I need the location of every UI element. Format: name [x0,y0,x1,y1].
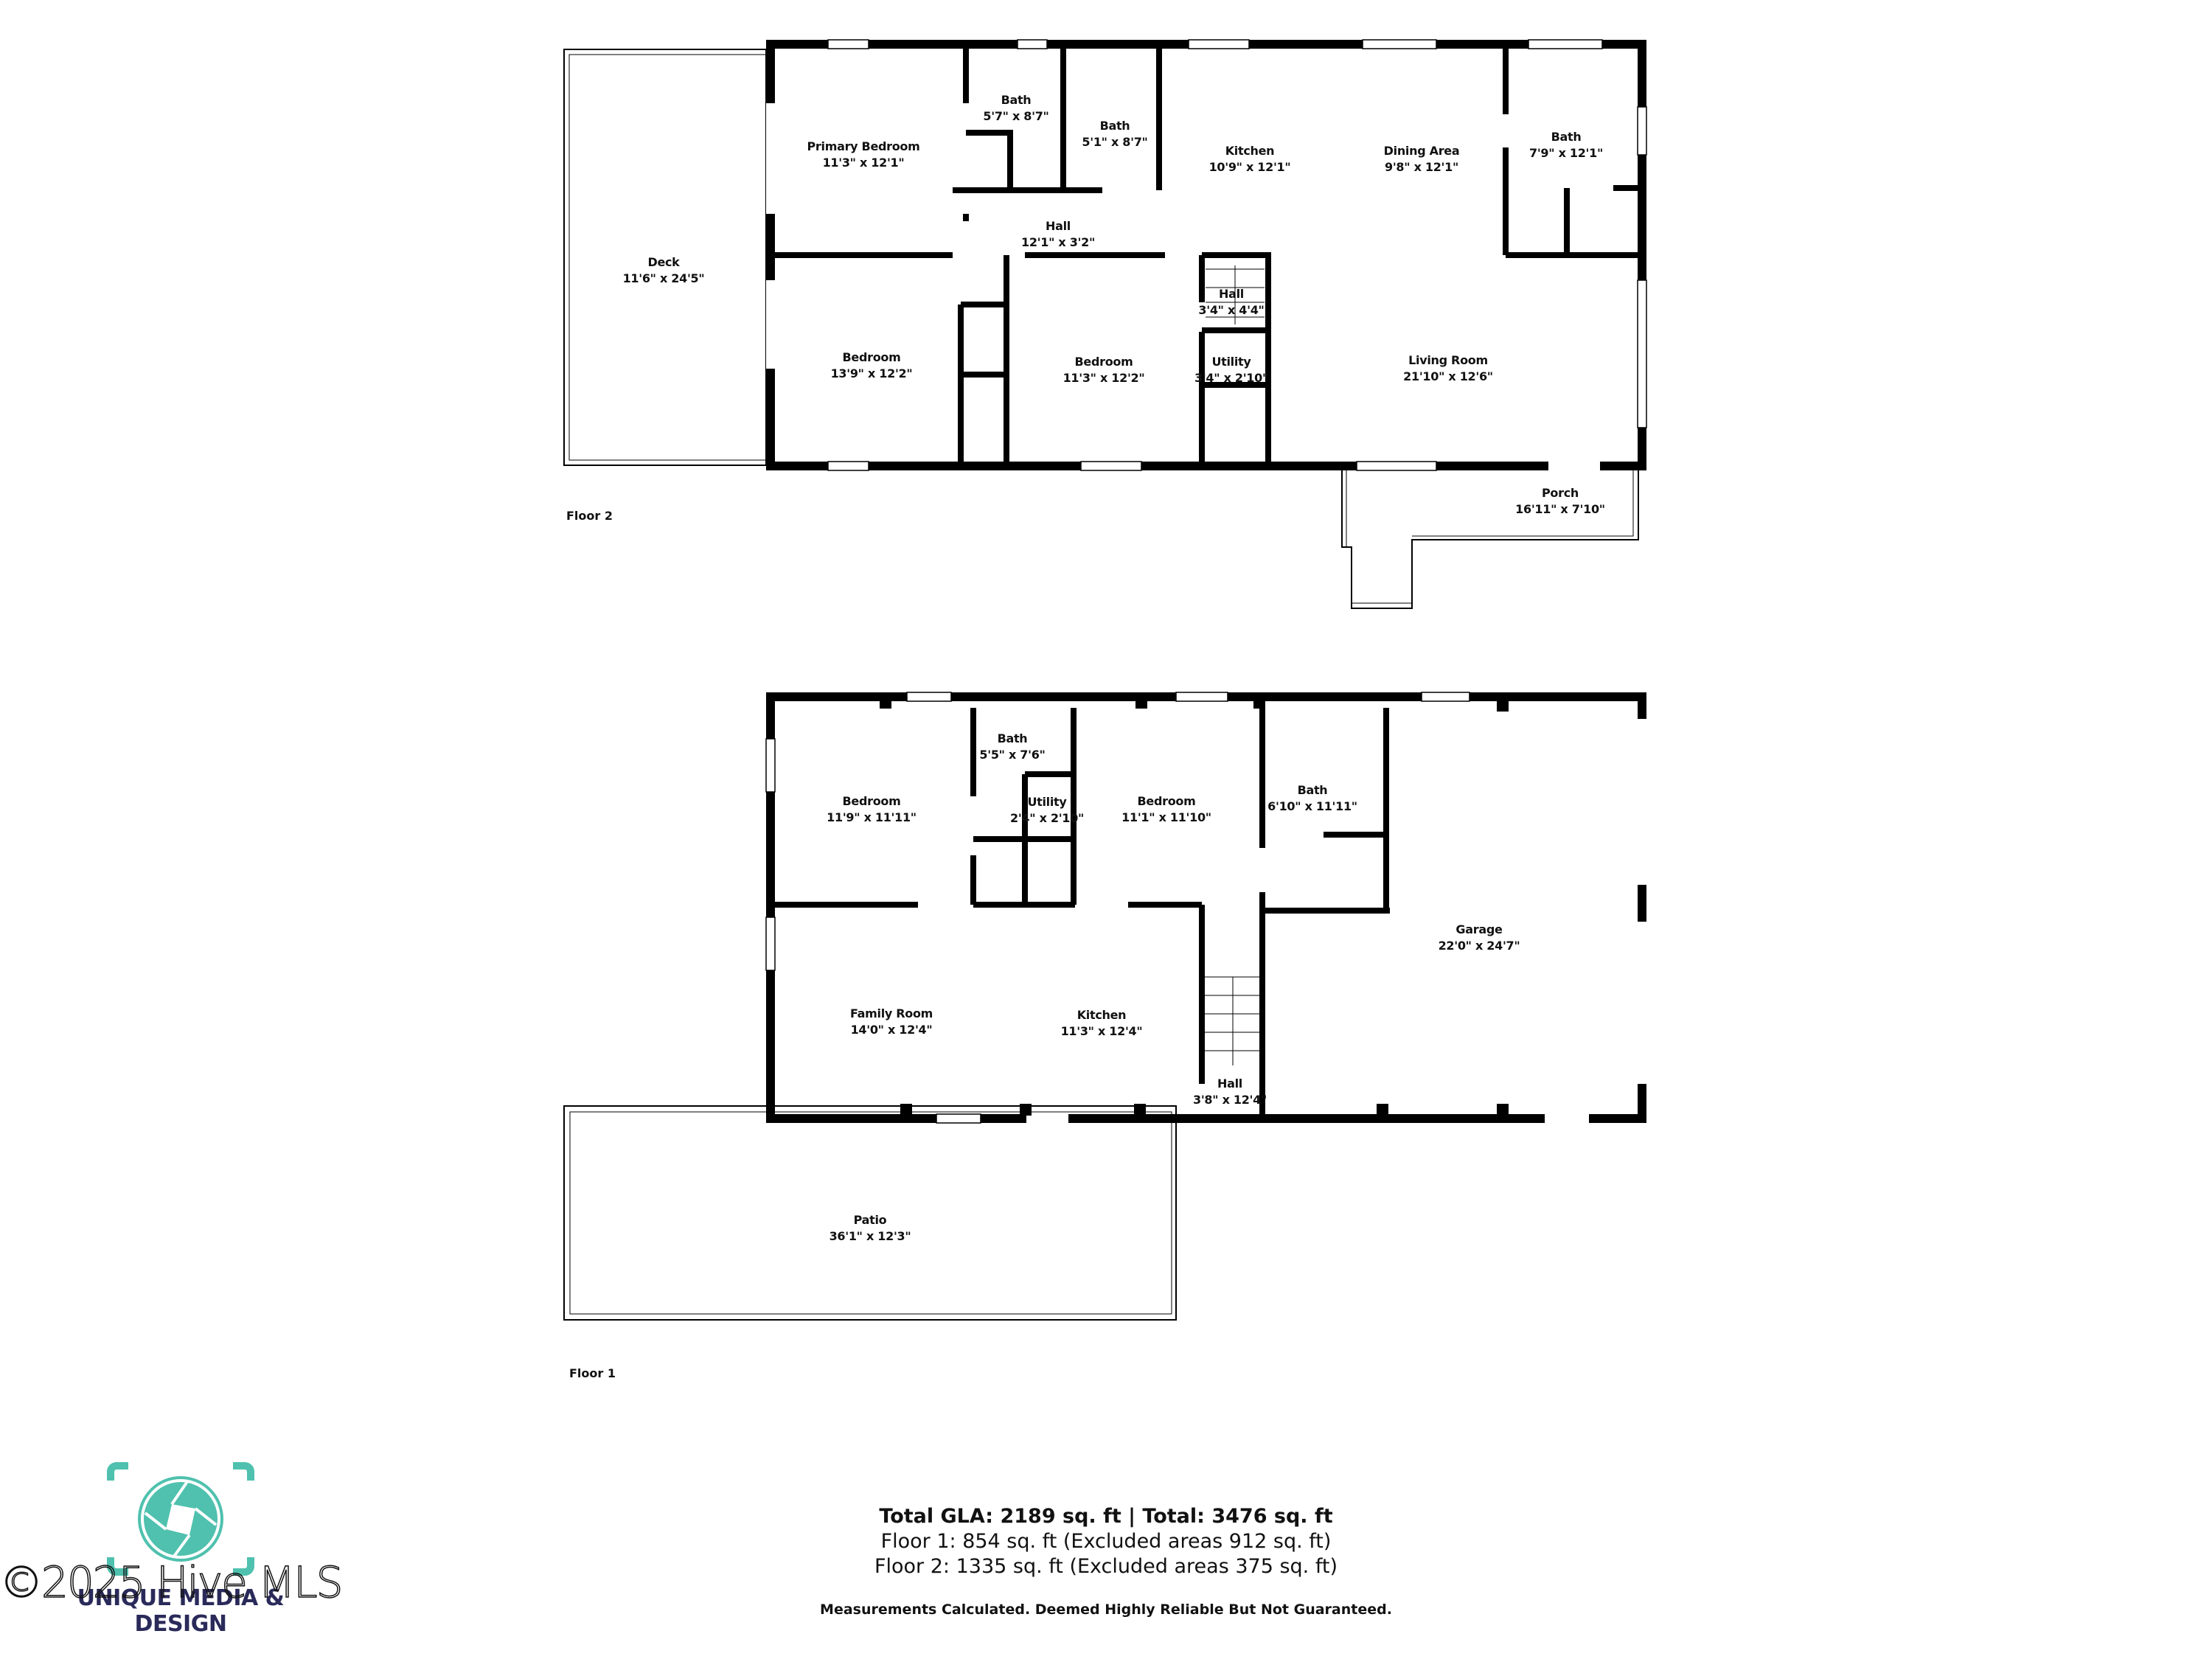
room-label: Hall 12'1" x 3'2" [1021,218,1095,251]
room-dimensions: 11'6" x 24'5" [622,271,705,285]
room-name: Family Room [849,1006,933,1020]
room-name: Utility [1211,355,1251,369]
room-name: Kitchen [1225,144,1275,158]
room-label: Bath 5'5" x 7'6" [979,731,1045,763]
room-dimensions: 9'8" x 12'1" [1385,160,1458,174]
room-name: Garage [1455,922,1503,936]
room-label: Hall 3'8" x 12'4" [1193,1076,1267,1108]
room-name: Hall [1217,1077,1242,1091]
room-label: Bedroom 11'1" x 11'10" [1121,793,1211,826]
room-label: Kitchen 11'3" x 12'4" [1061,1007,1143,1040]
room-dimensions: 2'4" x 2'10" [1010,811,1084,825]
room-name: Bedroom [1074,355,1133,369]
room-name: Bedroom [842,350,901,364]
floor-1-label: Floor 1 [569,1366,616,1380]
room-name: Bath [1099,119,1130,133]
room-label: Utility 3'4" x 2'10" [1194,354,1268,386]
room-dimensions: 5'7" x 8'7" [983,109,1049,123]
room-label: Family Room 14'0" x 12'4" [850,1006,933,1038]
room-label: Utility 2'4" x 2'10" [1010,794,1084,827]
room-dimensions: 10'9" x 12'1" [1208,160,1291,174]
room-name: Primary Bedroom [807,139,920,153]
measurement-disclaimer: Measurements Calculated. Deemed Highly R… [820,1601,1392,1618]
room-label: Patio 36'1" x 12'3" [830,1212,911,1245]
room-dimensions: 14'0" x 12'4" [850,1023,933,1037]
room-label: Bath 5'7" x 8'7" [983,92,1048,125]
room-name: Hall [1219,287,1244,301]
room-dimensions: 5'5" x 7'6" [979,748,1046,762]
room-dimensions: 11'1" x 11'10" [1121,810,1211,824]
room-dimensions: 11'3" x 12'2" [1062,371,1145,385]
room-dimensions: 6'10" x 11'11" [1267,799,1357,813]
floor-1-plan [563,692,1646,1321]
room-label: Bedroom 11'9" x 11'11" [827,793,917,826]
room-dimensions: 13'9" x 12'2" [830,366,913,380]
room-name: Bedroom [842,794,901,808]
room-label: Bath 5'1" x 8'7" [1082,118,1147,150]
room-name: Bath [1297,783,1328,797]
room-name: Bedroom [1137,794,1196,808]
room-name: Porch [1541,486,1579,500]
room-dimensions: 11'9" x 11'11" [827,810,917,824]
room-dimensions: 22'0" x 24'7" [1438,939,1520,953]
room-label: Porch 16'11" x 7'10" [1515,485,1605,518]
room-dimensions: 3'4" x 2'10" [1194,371,1268,385]
room-dimensions: 3'4" x 4'4" [1198,303,1265,317]
room-name: Utility [1027,795,1067,809]
camera-aperture-icon [107,1462,254,1576]
company-name: UNIQUE MEDIA & DESIGN [77,1585,285,1637]
room-name: Kitchen [1077,1008,1127,1022]
room-label: Bath 7'9" x 12'1" [1529,129,1603,161]
room-label: Primary Bedroom 11'3" x 12'1" [807,139,919,171]
room-name: Living Room [1408,353,1488,367]
floor-1-area: Floor 1: 854 sq. ft (Excluded areas 912 … [880,1530,1332,1553]
room-dimensions: 11'3" x 12'4" [1060,1024,1143,1038]
room-dimensions: 7'9" x 12'1" [1529,146,1603,160]
room-dimensions: 11'3" x 12'1" [822,156,905,170]
total-area: Total GLA: 2189 sq. ft | Total: 3476 sq.… [879,1505,1333,1528]
room-label: Garage 22'0" x 24'7" [1439,922,1520,954]
room-label: Hall 3'4" x 4'4" [1198,286,1264,319]
area-summary: Total GLA: 2189 sq. ft | Total: 3476 sq.… [774,1504,1438,1579]
room-name: Bath [997,731,1028,745]
room-dimensions: 36'1" x 12'3" [829,1229,911,1243]
floor-2-area: Floor 2: 1335 sq. ft (Excluded areas 375… [874,1555,1338,1578]
room-dimensions: 5'1" x 8'7" [1082,135,1148,149]
room-name: Patio [853,1213,887,1227]
room-name: Hall [1046,219,1071,233]
room-label: Bedroom 11'3" x 12'2" [1063,354,1145,386]
room-label: Living Room 21'10" x 12'6" [1403,352,1493,385]
room-dimensions: 16'11" x 7'10" [1515,502,1605,516]
room-name: Bath [1551,130,1582,144]
room-label: Bedroom 13'9" x 12'2" [831,349,913,382]
room-name: Deck [647,255,680,269]
floor-2-label: Floor 2 [566,509,613,523]
room-label: Dining Area 9'8" x 12'1" [1384,143,1460,175]
room-label: Deck 11'6" x 24'5" [623,254,705,287]
room-dimensions: 3'8" x 12'4" [1193,1093,1267,1107]
room-label: Bath 6'10" x 11'11" [1267,782,1357,815]
room-label: Kitchen 10'9" x 12'1" [1209,143,1291,175]
copyright-watermark: ©2025 Hive MLS [0,1557,344,1608]
room-name: Bath [1001,93,1032,107]
room-dimensions: 21'10" x 12'6" [1403,369,1493,383]
room-name: Dining Area [1383,144,1460,158]
floor-2-plan [563,39,1647,609]
room-dimensions: 12'1" x 3'2" [1021,235,1095,249]
